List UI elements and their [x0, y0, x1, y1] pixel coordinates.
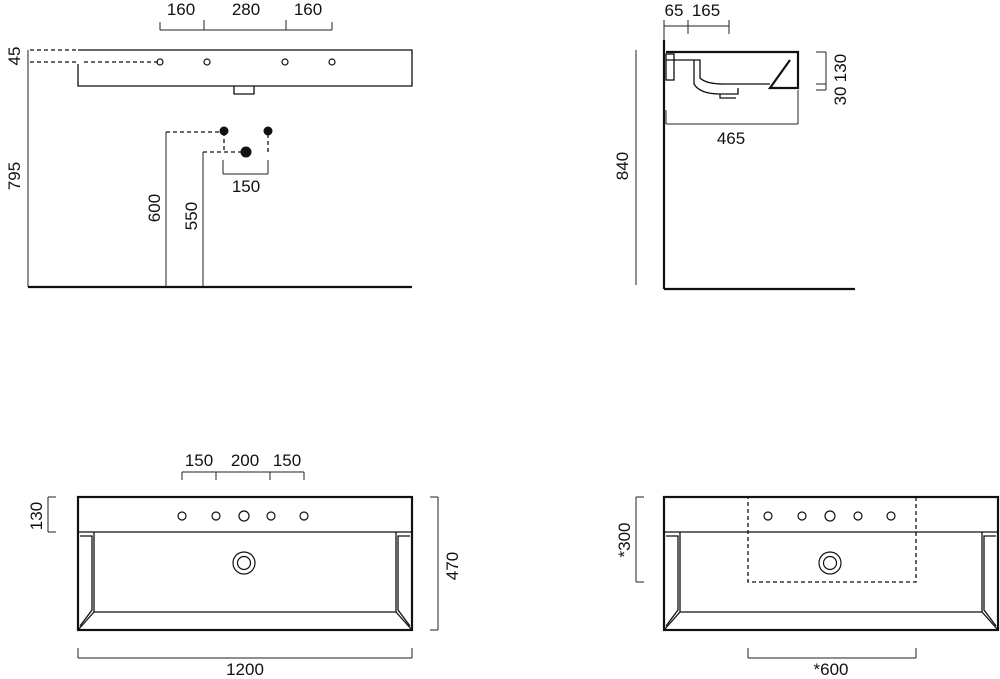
top-hole-dimension-chain: 150 200 150	[181, 451, 305, 480]
variant-depth-label: *300	[615, 523, 634, 558]
front-supply-valve-right	[263, 126, 273, 136]
variant-tap-hole-1	[763, 511, 773, 521]
side-height-label: 840	[613, 152, 632, 180]
top-bowl-outline	[93, 532, 397, 613]
side-inner-depth-dims: 30 130	[816, 51, 850, 106]
side-inner-depth-30: 30	[831, 87, 850, 106]
front-tap-spacing-right: 160	[294, 0, 322, 19]
top-tap-hole-5	[299, 511, 309, 521]
top-tap-hole-2	[211, 511, 221, 521]
front-basin-height-label: 45	[5, 47, 24, 66]
front-pipes: 150 600 550	[145, 126, 273, 287]
front-supply-valve-left	[219, 126, 229, 136]
front-tap-hole-2	[203, 58, 211, 66]
top-tap-hole-4	[266, 511, 276, 521]
top-depth-label: 470	[443, 552, 462, 580]
variant-drain-outer	[818, 551, 842, 575]
variant-basin-outline	[662, 495, 1000, 632]
front-tap-hole-4	[328, 58, 336, 66]
variant-drain-inner	[822, 555, 838, 571]
top-view: 150 200 150 130 470 1200	[27, 451, 462, 679]
variant-tap-hole-center	[824, 510, 836, 522]
front-view: 160 280 160 45 795	[5, 0, 413, 289]
top-tap-hole-center	[238, 510, 250, 522]
front-tap-spacing-left: 160	[167, 0, 195, 19]
side-view: 65 165 465 840 30 130	[613, 1, 855, 291]
front-tap-spacing-middle: 280	[232, 0, 260, 19]
front-drain-outlet	[240, 146, 252, 158]
top-view-variant: *300 *600	[615, 495, 1000, 679]
side-depth-label: 465	[717, 129, 745, 148]
side-basin-profile	[665, 50, 800, 99]
front-mount-height-label: 795	[5, 162, 24, 190]
top-width-label: 1200	[226, 660, 264, 679]
front-basin-body	[30, 49, 413, 95]
variant-tap-hole-2	[797, 511, 807, 521]
top-drain-outer	[232, 551, 256, 575]
top-tap-hole-1	[177, 511, 187, 521]
top-hole-spacing-left: 150	[185, 451, 213, 470]
top-drain-inner	[236, 555, 252, 571]
front-trap-height-label: 550	[182, 202, 201, 230]
front-tap-dimension-chain: 160 280 160	[159, 0, 333, 31]
side-offset-65: 65	[665, 1, 684, 20]
variant-cutout-zone	[747, 496, 917, 583]
side-inner-depth-130: 130	[831, 54, 850, 82]
variant-width-label: *600	[814, 660, 849, 679]
side-offset-165: 165	[692, 1, 720, 20]
top-basin-outline	[76, 495, 414, 632]
variant-tap-hole-4	[853, 511, 863, 521]
front-pipe-spacing-label: 150	[232, 177, 260, 196]
front-tap-hole-3	[281, 58, 289, 66]
front-tap-hole-1	[156, 58, 164, 66]
side-top-dimension-chain: 65 165	[663, 1, 730, 40]
top-back-depth-label: 130	[27, 502, 46, 530]
front-drain-height-label: 600	[145, 194, 164, 222]
top-hole-spacing-right: 150	[273, 451, 301, 470]
variant-tap-hole-5	[886, 511, 896, 521]
top-hole-spacing-middle: 200	[231, 451, 259, 470]
